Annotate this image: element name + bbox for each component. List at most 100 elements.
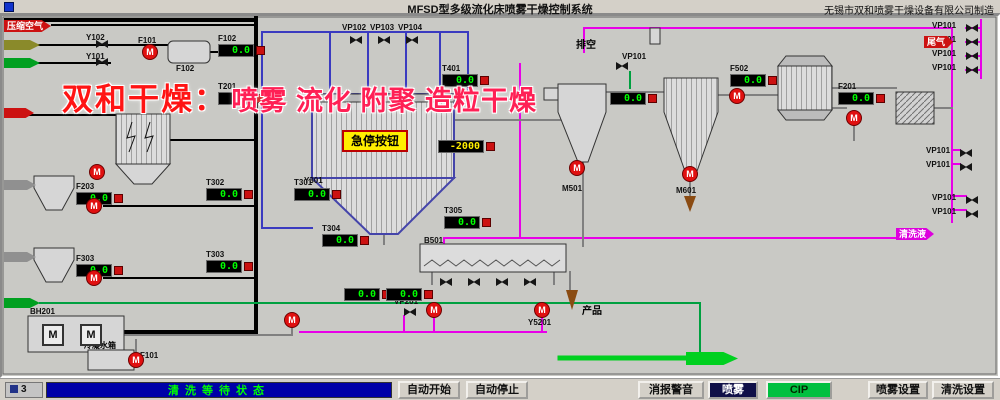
numeric-display: -2000 — [438, 140, 484, 153]
valve[interactable] — [966, 38, 978, 46]
emergency-stop-button[interactable]: 急停按钮 — [342, 130, 408, 152]
fan-motor[interactable]: M — [89, 164, 105, 180]
flow-tag: 压缩空气 — [4, 20, 52, 32]
fan-motor[interactable]: M — [426, 302, 442, 318]
flow-arrow — [4, 252, 36, 262]
equipment-layer — [27, 27, 935, 371]
display-tag: F203 — [76, 182, 95, 191]
valve[interactable] — [960, 149, 972, 157]
blower-f102 — [167, 40, 211, 64]
fan-motor[interactable]: M — [682, 166, 698, 182]
drying-chamber-cone — [309, 177, 457, 235]
unit-indicator — [486, 142, 495, 151]
device-label: B501 — [424, 236, 444, 245]
flow-arrow — [4, 180, 36, 190]
valve[interactable] — [960, 163, 972, 171]
fan-motor[interactable]: M — [284, 312, 300, 328]
cyclone-1-inlet — [543, 87, 559, 101]
unit-indicator — [114, 266, 123, 275]
numeric-display: 0.0 — [344, 288, 380, 301]
valve[interactable] — [440, 278, 452, 286]
spray-button[interactable]: 喷雾 — [708, 381, 758, 399]
unit-indicator — [244, 262, 253, 271]
device-label: VP102 — [342, 23, 367, 32]
clean-settings-button[interactable]: 清洗设置 — [932, 381, 994, 399]
device-label: VP101 — [926, 146, 951, 155]
device-label: M601 — [676, 186, 697, 195]
device-label: VP201 — [394, 297, 419, 306]
valve[interactable] — [406, 36, 418, 44]
mute-alarm-button[interactable]: 消报警音 — [638, 381, 704, 399]
device-label: Y301 — [304, 176, 323, 185]
valve[interactable] — [966, 52, 978, 60]
valve[interactable] — [524, 278, 536, 286]
pipes-layer — [4, 16, 982, 361]
unit-indicator — [424, 290, 433, 299]
valve[interactable] — [966, 210, 978, 218]
valve[interactable] — [468, 278, 480, 286]
fan-motor[interactable]: M — [534, 302, 550, 318]
device-label: VP101 — [622, 52, 647, 61]
fan-motor[interactable]: M — [846, 110, 862, 126]
page-counter[interactable]: 3 — [5, 382, 43, 398]
unit-indicator — [482, 218, 491, 227]
display-tag: F502 — [730, 64, 749, 73]
display-tag: T305 — [444, 206, 463, 215]
flow-tag: 排空 — [576, 40, 596, 51]
valve[interactable] — [350, 36, 362, 44]
fan-motor[interactable]: M — [569, 160, 585, 176]
valve[interactable] — [96, 58, 108, 66]
process-diagram-panel — [0, 14, 1000, 378]
valve[interactable] — [404, 308, 416, 316]
valve[interactable] — [966, 66, 978, 74]
numeric-display: 0.0 — [322, 234, 358, 247]
flow-tag: 产品 — [582, 306, 602, 317]
spray-settings-button[interactable]: 喷雾设置 — [868, 381, 928, 399]
valve[interactable] — [616, 62, 628, 70]
fan-motor[interactable]: M — [86, 198, 102, 214]
display-tag: T301 — [294, 178, 313, 187]
display-tag: F201 — [838, 82, 857, 91]
fluid-bed-screen — [423, 259, 561, 267]
app-icon — [4, 2, 14, 12]
cip-button[interactable]: CIP — [766, 381, 832, 399]
unit-indicator — [244, 190, 253, 199]
device-label: VP104 — [398, 23, 423, 32]
pulse-bolt-icon — [126, 121, 136, 153]
flow-arrow — [566, 290, 578, 310]
fan-motor[interactable]: M — [86, 270, 102, 286]
device-label: Y102 — [86, 33, 105, 42]
fan-motor[interactable]: M — [128, 352, 144, 368]
bag-filter — [115, 113, 171, 165]
fan-motor[interactable]: M — [142, 44, 158, 60]
device-label: VP101 — [926, 160, 951, 169]
device-label: VP101 — [932, 63, 957, 72]
valve[interactable] — [496, 278, 508, 286]
status-message: 清洗等待状态 — [46, 382, 392, 398]
bag-filter-cone — [114, 163, 172, 185]
display-tag: T302 — [206, 178, 225, 187]
unit-indicator — [256, 94, 265, 103]
valve[interactable] — [966, 196, 978, 204]
flow-arrow — [4, 298, 40, 308]
device-label: VP101 — [932, 21, 957, 30]
device-label: F101 — [140, 351, 159, 360]
auto-stop-button[interactable]: 自动停止 — [466, 381, 528, 399]
device-label: VP101 — [932, 49, 957, 58]
auto-start-button[interactable]: 自动开始 — [398, 381, 460, 399]
cyclone-1 — [557, 83, 607, 163]
feed-hopper-2 — [33, 247, 75, 283]
display-tag: T401 — [442, 64, 461, 73]
fan-motor[interactable]: M — [729, 88, 745, 104]
valve[interactable] — [966, 24, 978, 32]
flow-tag: 清洗液 — [896, 228, 935, 240]
title-bar: MFSD型多级流化床喷雾干燥控制系统 无锡市双和喷雾干燥设备有限公司制造 — [0, 0, 1000, 17]
display-tag: T304 — [322, 224, 341, 233]
valve[interactable] — [378, 36, 390, 44]
window-title: MFSD型多级流化床喷雾干燥控制系统 — [407, 4, 593, 16]
valve[interactable] — [96, 40, 108, 48]
agitator-motor: M — [42, 324, 64, 346]
